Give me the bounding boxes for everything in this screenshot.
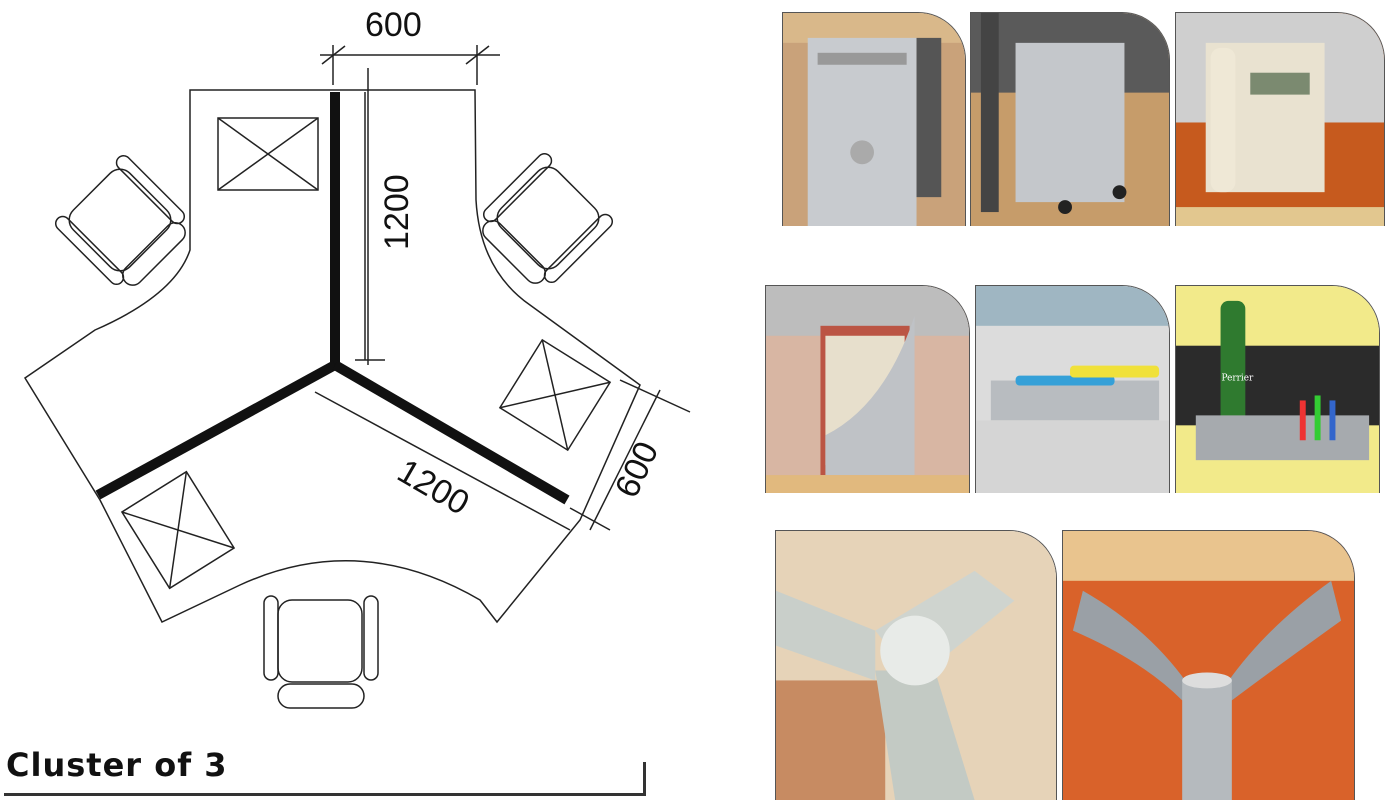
photo-three-way-connector — [775, 530, 1057, 800]
partition-walls — [95, 92, 570, 505]
title-underline-tick — [643, 762, 646, 796]
chair-icon — [54, 154, 186, 286]
dimension-vertical: 1200 — [378, 174, 416, 250]
cpu-box-icon — [498, 338, 612, 452]
cpu-box-icon — [217, 117, 319, 191]
cluster-floor-plan: 600 1200 1200 600 — [23, 6, 691, 709]
photo-cpu-holder — [782, 12, 966, 226]
title-underline — [4, 793, 646, 796]
dimension-diagonal: 1200 — [391, 452, 476, 523]
photo-bottle-tray: Perrier — [1175, 285, 1380, 493]
svg-text:Perrier: Perrier — [1222, 374, 1254, 384]
dimension-right: 600 — [608, 436, 666, 503]
photo-pen-tray — [975, 285, 1170, 493]
photo-telephone-holder — [1175, 12, 1385, 226]
dimension-top: 600 — [365, 6, 422, 44]
desk-outline — [23, 89, 641, 624]
photo-magazine-rack — [765, 285, 970, 493]
photo-cpu-trolley — [970, 12, 1170, 226]
plan-title: Cluster of 3 — [6, 746, 228, 784]
cpu-box-icon — [120, 470, 236, 590]
photo-desk-leg-support — [1062, 530, 1355, 800]
chair-icon — [482, 152, 614, 284]
chair-icon — [263, 595, 379, 709]
